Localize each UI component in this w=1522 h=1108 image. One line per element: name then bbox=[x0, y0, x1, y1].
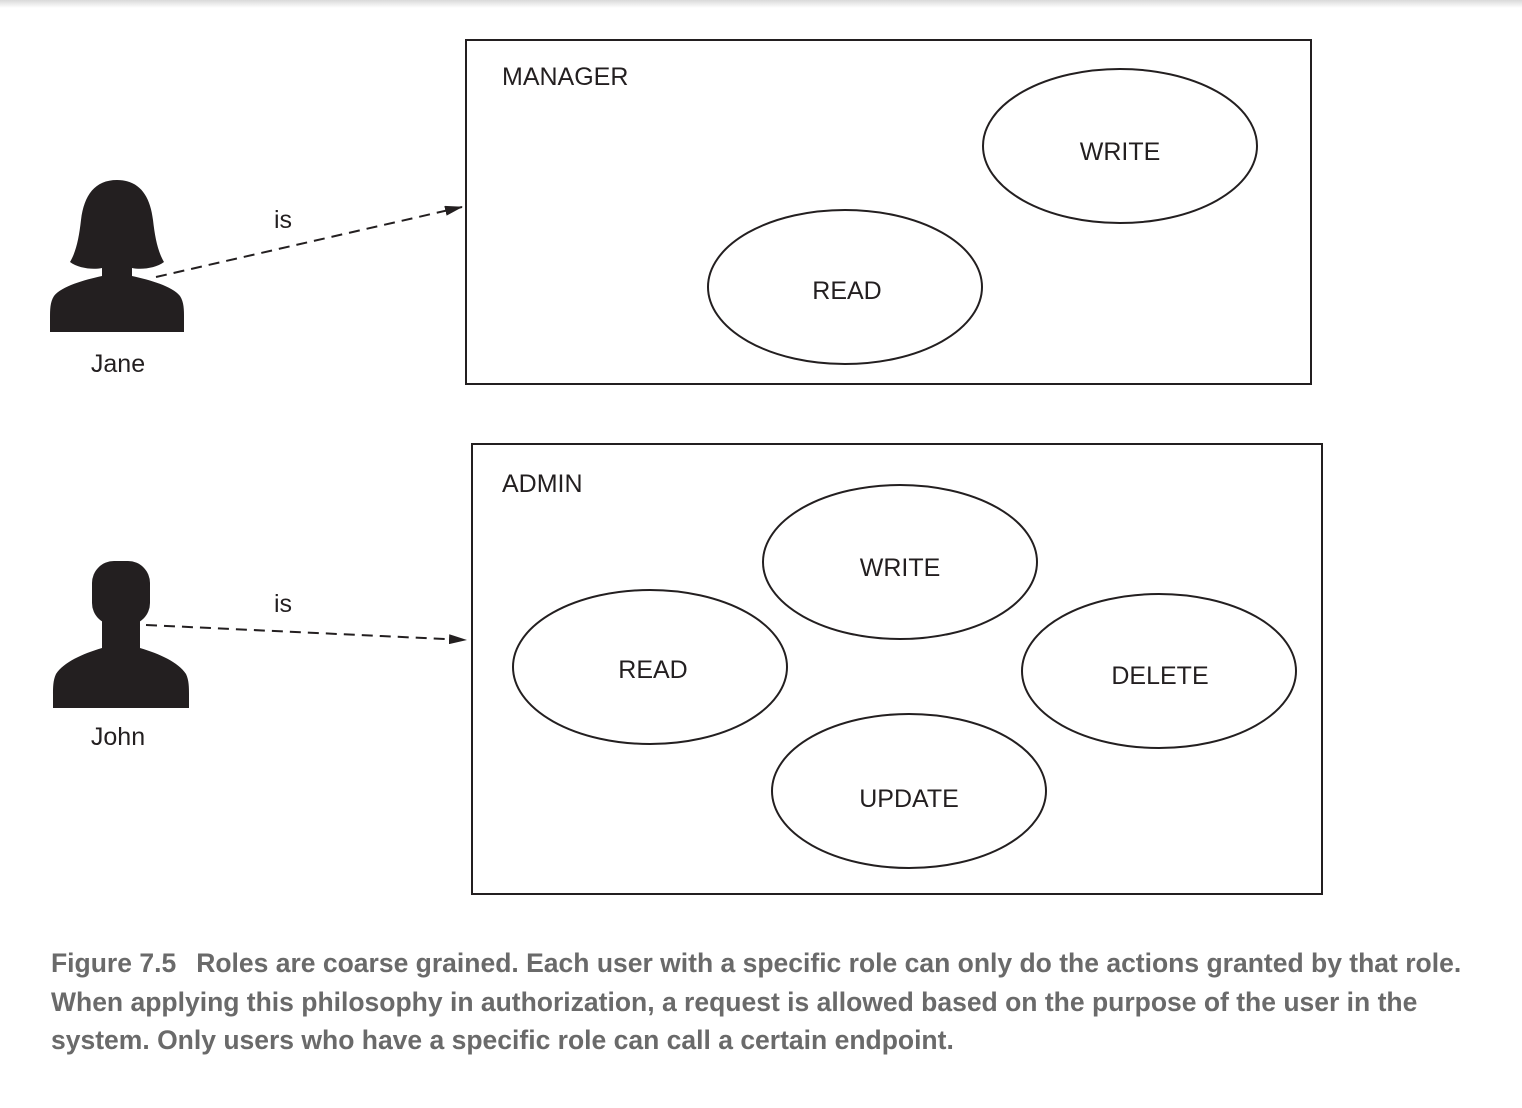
role-label-manager: MANAGER bbox=[502, 63, 628, 91]
action-label-manager-write: WRITE bbox=[1080, 138, 1161, 166]
relation-label-jane: is bbox=[274, 206, 292, 234]
jane-avatar-icon bbox=[50, 180, 184, 332]
relation-label-john: is bbox=[274, 590, 292, 618]
figure-caption-text: Roles are coarse grained. Each user with… bbox=[51, 948, 1462, 1055]
action-ellipse-manager-read bbox=[707, 209, 983, 365]
john-avatar-icon bbox=[53, 561, 189, 708]
john-role-arrow bbox=[145, 624, 467, 645]
action-label-admin-read: READ bbox=[618, 656, 687, 684]
figure-number: Figure 7.5 bbox=[51, 948, 177, 978]
action-ellipse-admin-write bbox=[762, 484, 1038, 640]
action-label-admin-write: WRITE bbox=[860, 554, 941, 582]
role-box-admin bbox=[471, 443, 1323, 895]
role-box-manager bbox=[465, 39, 1312, 385]
role-label-admin: ADMIN bbox=[502, 470, 583, 498]
action-ellipse-admin-update bbox=[771, 713, 1047, 869]
user-name-jane: Jane bbox=[91, 350, 145, 378]
jane-role-arrow bbox=[155, 205, 463, 278]
action-ellipse-admin-read bbox=[512, 589, 788, 745]
page-top-shadow bbox=[0, 0, 1522, 8]
action-ellipse-manager-write bbox=[982, 68, 1258, 224]
user-name-john: John bbox=[91, 723, 145, 751]
roles-diagram: Jane is MANAGER WRITE READ John is ADMIN… bbox=[50, 39, 1323, 895]
action-label-admin-update: UPDATE bbox=[859, 785, 959, 813]
action-ellipse-admin-delete bbox=[1021, 593, 1297, 749]
action-label-manager-read: READ bbox=[812, 277, 881, 305]
action-label-admin-delete: DELETE bbox=[1111, 662, 1208, 690]
